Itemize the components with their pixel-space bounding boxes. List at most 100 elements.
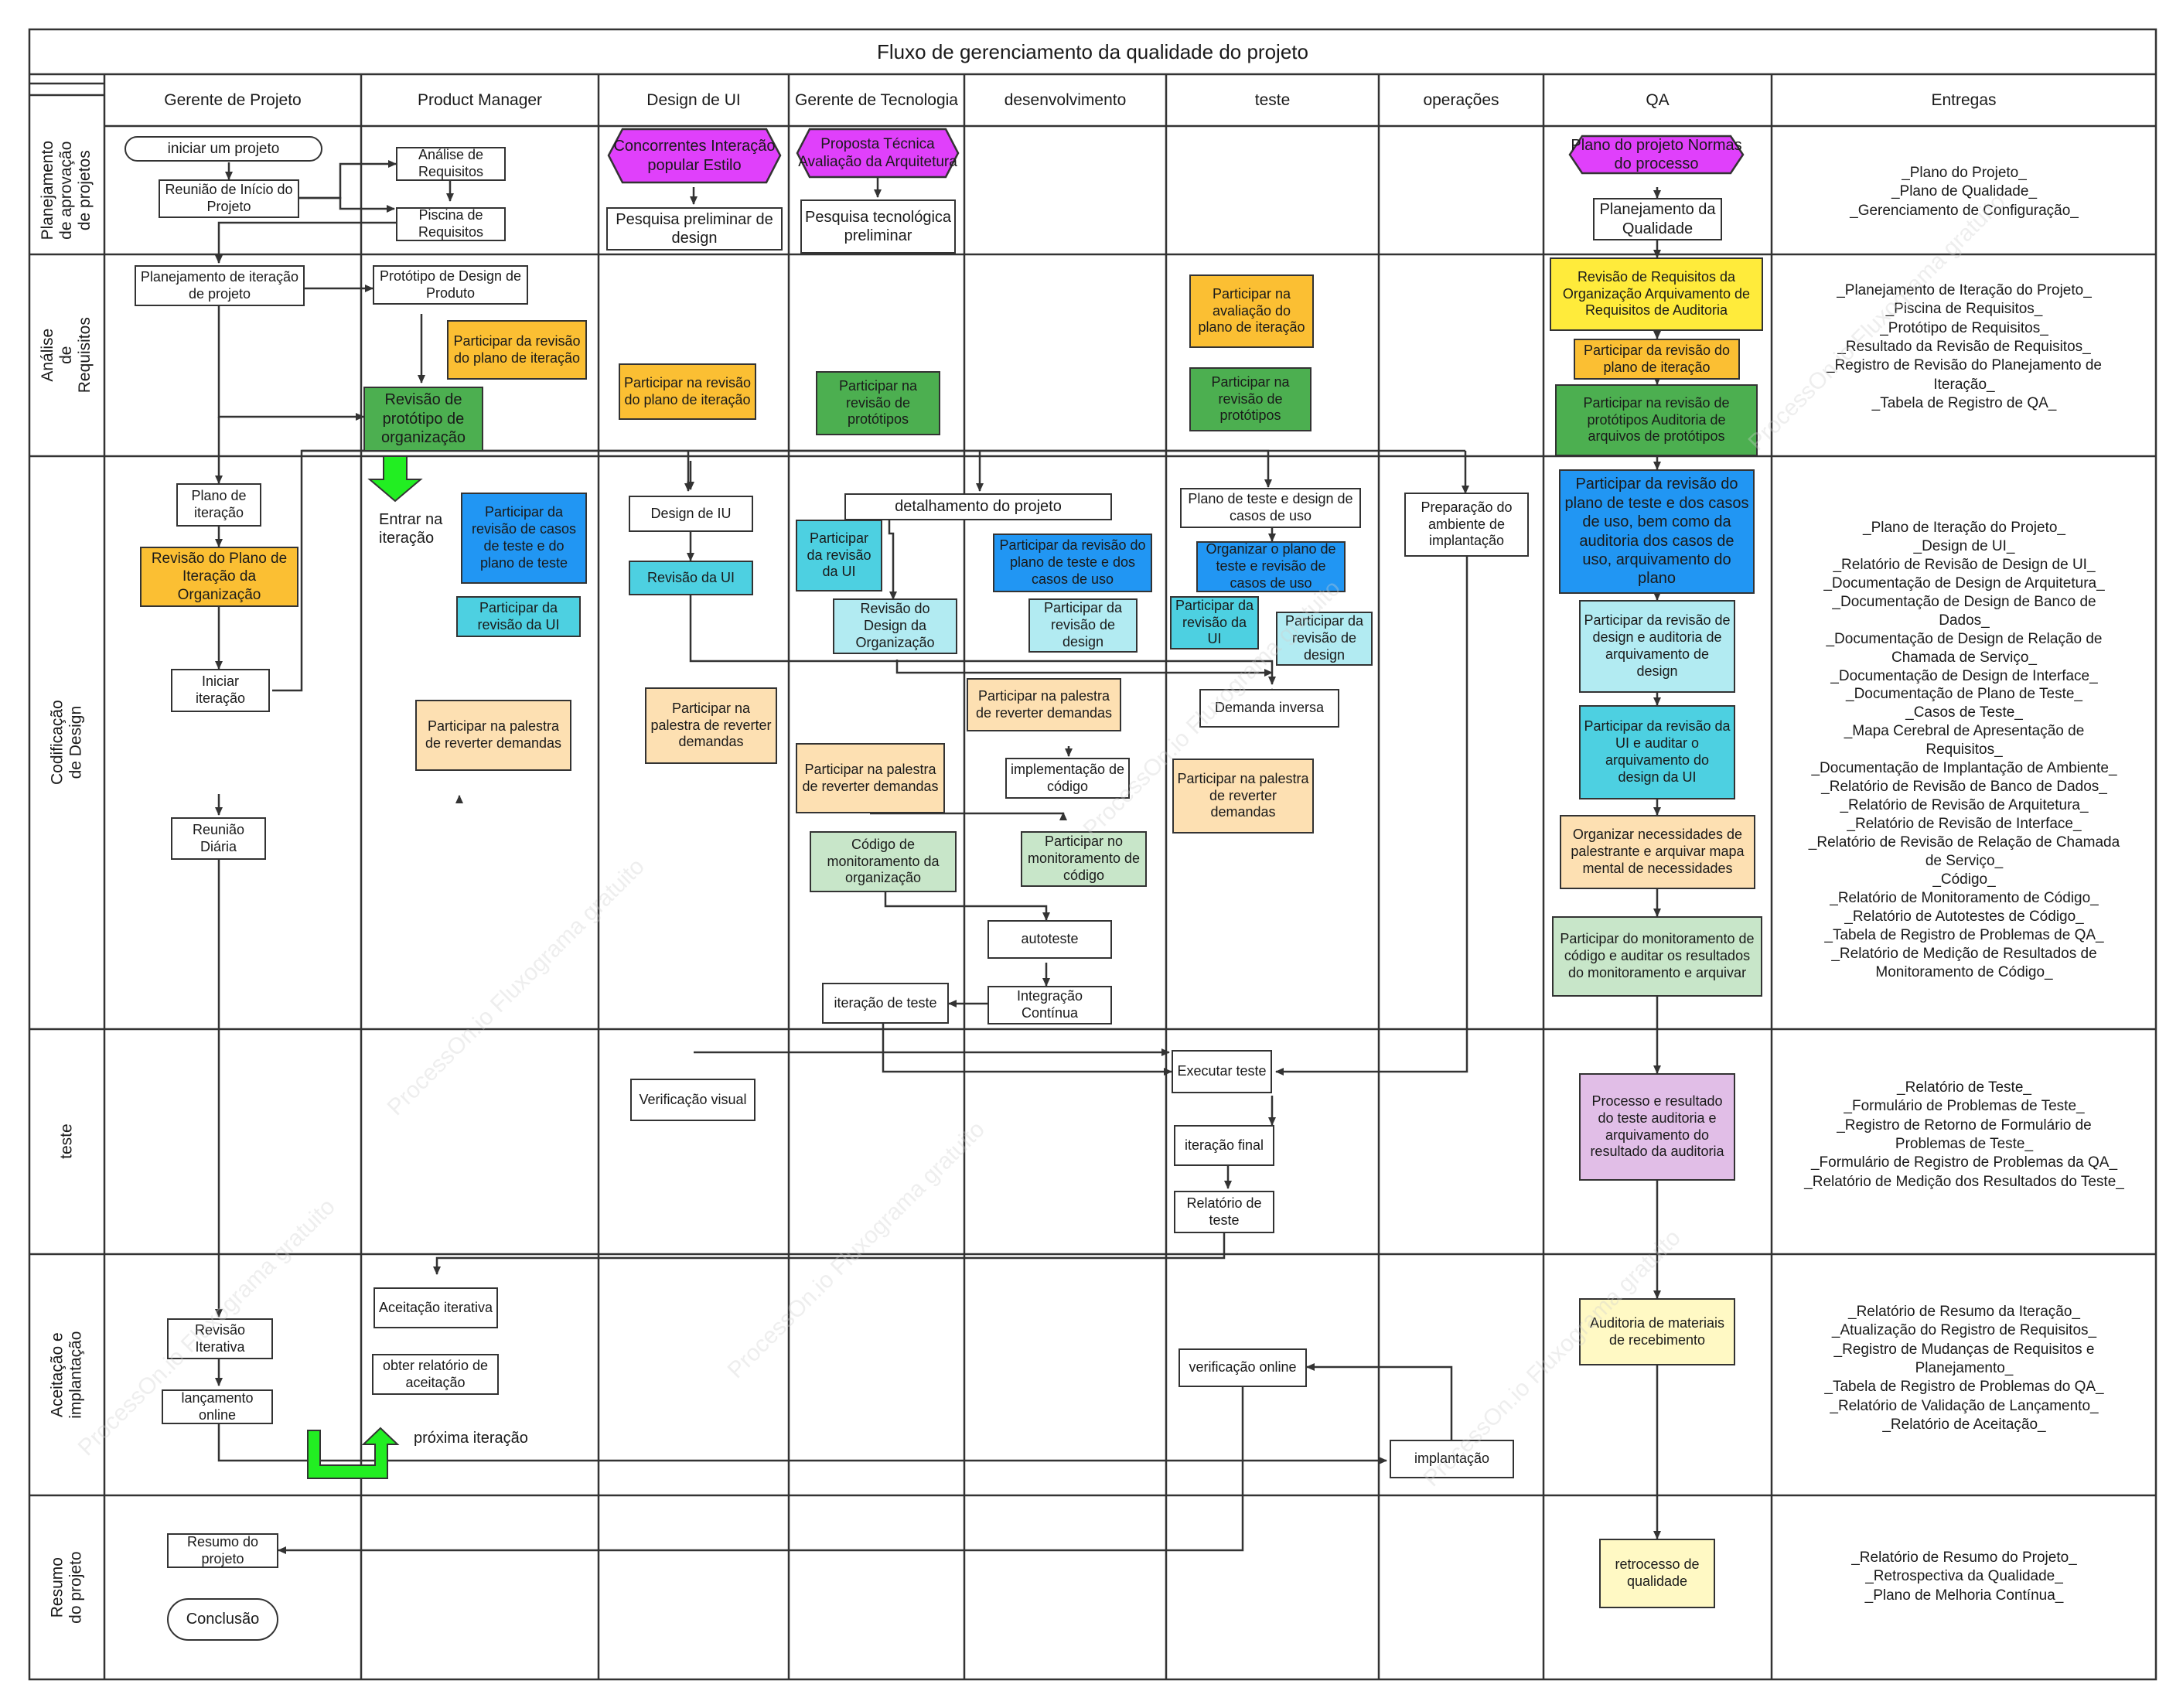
column-header-operacoes: operações	[1423, 90, 1499, 109]
pm-iteration-review-node[interactable]: Participar da revisão do plano de iteraç…	[447, 320, 587, 380]
deliverables-design: _Plano de Iteração do Projeto_ _Design d…	[1808, 520, 2120, 980]
continuous-integration-node[interactable]: Integração Contínua	[987, 986, 1112, 1024]
column-header-product-manager: Product Manager	[417, 90, 543, 109]
test-lecture-node[interactable]: Participar na palestra de reverter deman…	[1172, 759, 1314, 834]
ui-iteration-review-node[interactable]: Participar na revisão do plano de iteraç…	[619, 363, 756, 420]
dev-test-plan-review-node[interactable]: Participar da revisão do plano de teste …	[993, 534, 1152, 592]
ui-lecture-node[interactable]: Participar na palestra de reverter deman…	[645, 687, 777, 764]
row-header-analise: Análise de Requisitos	[29, 254, 104, 456]
row-header-planejamento: Planejamento de aprovação de projetos	[29, 126, 104, 254]
column-header-desenvolvimento: desenvolvimento	[1004, 90, 1127, 109]
qa-prototype-review-node[interactable]: Participar na revisão de protótipos Audi…	[1555, 384, 1758, 456]
ui-design-node[interactable]: Design de IU	[629, 496, 753, 532]
row-header-label: Resumo do projeto	[48, 1551, 85, 1624]
org-code-monitoring-node[interactable]: Código de monitoramento da organização	[810, 831, 957, 892]
pm-ui-review-node[interactable]: Participar da revisão da UI	[456, 596, 581, 637]
row-header-codificacao: Codificação de Design	[29, 456, 104, 1029]
daily-meeting-node[interactable]: Reunião Diária	[171, 817, 266, 860]
deliverables-planning: _Plano do Projeto_ _Plano de Qualidade_ …	[1850, 165, 2079, 219]
dev-design-review-node[interactable]: Participar da revisão de design	[1028, 598, 1138, 653]
product-prototype-node[interactable]: Protótipo de Design de Produto	[373, 265, 528, 305]
row-header-label: Análise de Requisitos	[39, 317, 94, 394]
test-plan-node[interactable]: Plano de teste e design de casos de uso	[1180, 488, 1361, 528]
tech-lecture-node[interactable]: Participar na palestra de reverter deman…	[796, 743, 945, 813]
qa-design-review-node[interactable]: Participar da revisão de design e audito…	[1579, 600, 1735, 693]
inverse-demand-node[interactable]: Demanda inversa	[1199, 689, 1339, 728]
requirements-pool-node[interactable]: Piscina de Requisitos	[396, 207, 506, 241]
start-node[interactable]: iniciar um projeto	[124, 136, 322, 162]
project-detailing-node[interactable]: detalhamento do projeto	[844, 493, 1112, 520]
final-iteration-node[interactable]: iteração final	[1174, 1125, 1274, 1166]
test-prototype-review-node[interactable]: Participar na revisão de protótipos	[1189, 367, 1312, 431]
kickoff-meeting-node[interactable]: Reunião de Início do Projeto	[159, 179, 299, 218]
visual-verification-node[interactable]: Verificação visual	[630, 1079, 756, 1121]
tech-prototype-review-node[interactable]: Participar na revisão de protótipos	[816, 371, 940, 435]
start-iteration-node[interactable]: Iniciar iteração	[171, 669, 270, 712]
hexagon-shape	[607, 128, 782, 184]
qa-organize-needs-node[interactable]: Organizar necessidades de palestrante e …	[1560, 815, 1755, 889]
row-header-teste: teste	[29, 1029, 104, 1254]
project-summary-node[interactable]: Resumo do projeto	[167, 1533, 278, 1568]
competitors-hexagon[interactable]: Concorrentes Interação popular Estilo	[605, 126, 783, 186]
online-release-node[interactable]: lançamento online	[162, 1389, 273, 1424]
execute-test-node[interactable]: Executar teste	[1172, 1050, 1272, 1093]
row-header-aceitacao: Aceitação e implantação	[29, 1254, 104, 1495]
acceptance-report-node[interactable]: obter relatório de aceitação	[372, 1354, 499, 1395]
qa-test-plan-review-node[interactable]: Participar da revisão do plano de teste …	[1559, 469, 1755, 594]
hexagon-shape	[1568, 135, 1745, 175]
test-ui-review-node[interactable]: Participar da revisão da UI	[1170, 596, 1259, 649]
org-iteration-plan-review-node[interactable]: Revisão do Plano de Iteração da Organiza…	[140, 547, 298, 607]
test-iteration-evaluation-node[interactable]: Participar na avaliação do plano de iter…	[1189, 274, 1314, 348]
iteration-plan-node[interactable]: Plano de iteração	[176, 483, 261, 527]
project-plan-hexagon[interactable]: Plano do projeto Normas do processo	[1567, 133, 1746, 176]
qa-receiving-audit-node[interactable]: Auditoria de materiais de recebimento	[1579, 1298, 1735, 1365]
column-header-gerente-tecnologia: Gerente de Tecnologia	[795, 90, 958, 109]
column-header-gerente-projeto: Gerente de Projeto	[164, 90, 302, 109]
qa-test-audit-node[interactable]: Processo e resultado do teste auditoria …	[1579, 1073, 1735, 1181]
tech-ui-review-node[interactable]: Participar da revisão da UI	[796, 520, 882, 591]
online-verification-node[interactable]: verificação online	[1178, 1348, 1307, 1387]
code-implementation-node[interactable]: implementação de código	[1005, 758, 1130, 799]
technical-proposal-hexagon[interactable]: Proposta Técnica Avaliação da Arquitetur…	[794, 126, 961, 180]
hexagon-label: Concorrentes Interação popular Estilo	[613, 138, 776, 174]
row-header-resumo: Resumo do projeto	[29, 1495, 104, 1679]
organize-test-plan-node[interactable]: Organizar o plano de teste e revisão de …	[1196, 541, 1346, 592]
iterative-review-node[interactable]: Revisão Iterativa	[167, 1318, 273, 1359]
dev-lecture-node[interactable]: Participar na palestra de reverter deman…	[967, 678, 1121, 731]
qa-iteration-review-node[interactable]: Participar da revisão do plano de iteraç…	[1574, 339, 1740, 380]
iteration-planning-node[interactable]: Planejamento de iteração de projeto	[135, 265, 305, 306]
requirements-analysis-node[interactable]: Análise de Requisitos	[396, 147, 506, 181]
dev-code-monitoring-node[interactable]: Participar no monitoramento de código	[1021, 831, 1147, 887]
quality-retrospective-node[interactable]: retrocesso de qualidade	[1599, 1539, 1715, 1608]
ui-review-node[interactable]: Revisão da UI	[629, 561, 753, 595]
org-design-review-node[interactable]: Revisão do Design da Organização	[833, 598, 957, 654]
hexagon-label: Proposta Técnica Avaliação da Arquitetur…	[798, 135, 957, 170]
conclusion-node[interactable]: Conclusão	[167, 1598, 278, 1641]
row-header-label: Aceitação e implantação	[48, 1331, 85, 1419]
row-header-label: Codificação de Design	[48, 700, 85, 786]
self-test-node[interactable]: autoteste	[987, 920, 1112, 959]
test-iteration-node[interactable]: iteração de teste	[822, 983, 949, 1024]
qa-requirements-review-node[interactable]: Revisão de Requisitos da Organização Arq…	[1550, 257, 1763, 331]
pm-lecture-node[interactable]: Participar na palestra de reverter deman…	[415, 700, 571, 771]
row-header-label: Planejamento de aprovação de projetos	[39, 140, 94, 240]
test-report-node[interactable]: Relatório de teste	[1174, 1191, 1274, 1233]
column-header-entregas: Entregas	[1931, 90, 1997, 109]
deliverables-acceptance: _Relatório de Resumo da Iteração_ _Atual…	[1824, 1304, 2104, 1433]
iterative-acceptance-node[interactable]: Aceitação iterativa	[373, 1287, 498, 1328]
deployment-node[interactable]: implantação	[1390, 1440, 1514, 1478]
design-research-node[interactable]: Pesquisa preliminar de design	[606, 207, 783, 251]
column-header-teste: teste	[1254, 90, 1291, 109]
prototype-review-node[interactable]: Revisão de protótipo de organização	[363, 387, 483, 452]
hexagon-shape	[796, 128, 960, 179]
tech-research-node[interactable]: Pesquisa tecnológica preliminar	[800, 199, 956, 254]
deploy-env-prep-node[interactable]: Preparação do ambiente de implantação	[1404, 493, 1529, 557]
quality-planning-node[interactable]: Planejamento da Qualidade	[1593, 198, 1722, 240]
pm-test-case-review-node[interactable]: Participar da revisão de casos de teste …	[461, 493, 587, 584]
enter-iteration-label: Entrar na iteração	[379, 511, 443, 547]
test-design-review-node[interactable]: Participar da revisão de design	[1276, 612, 1373, 666]
deliverables-requirements: _Planejamento de Iteração do Projeto_ _P…	[1827, 282, 2102, 411]
qa-ui-review-node[interactable]: Participar da revisão da UI e auditar o …	[1579, 705, 1735, 799]
qa-code-monitoring-node[interactable]: Participar do monitoramento de código e …	[1552, 916, 1762, 997]
